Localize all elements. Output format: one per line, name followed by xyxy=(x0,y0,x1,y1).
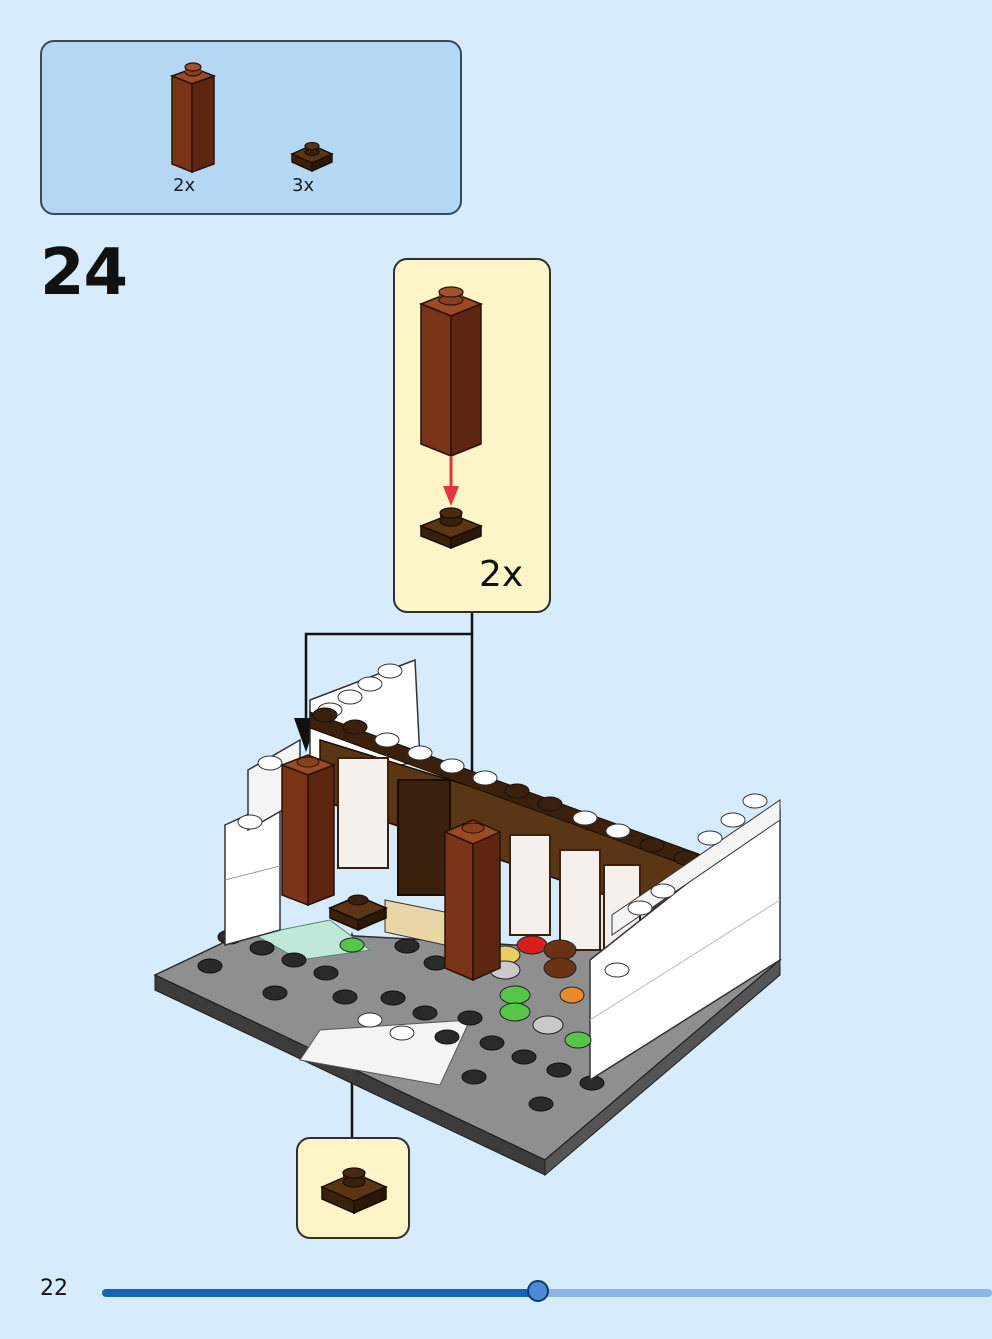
sub-assembly-callout: 2x xyxy=(393,258,551,613)
brick-on-plate-diagram xyxy=(418,286,484,550)
sub-assembly-callout xyxy=(296,1137,410,1239)
right-wall xyxy=(589,793,781,1082)
page-number: 22 xyxy=(40,1276,68,1301)
part-quantity: 2x xyxy=(173,175,196,196)
parts-list-box: 2x 3x xyxy=(40,40,462,215)
reddish-brown-brick-icon xyxy=(169,62,217,174)
placed-brick-right xyxy=(443,819,502,982)
plants xyxy=(339,935,592,1049)
dark-brown-plate-icon xyxy=(290,141,334,173)
white-studs xyxy=(357,1012,415,1041)
placed-brick-left xyxy=(279,754,337,907)
progress-bar xyxy=(102,1280,992,1302)
arrow-head-icon xyxy=(443,486,459,506)
placed-plate xyxy=(328,894,388,932)
dark-brown-plate-icon xyxy=(320,1167,388,1215)
progress-knob xyxy=(527,1280,550,1302)
back-wall xyxy=(309,707,716,956)
step-number: 24 xyxy=(40,236,128,310)
part-quantity: 3x xyxy=(292,175,315,196)
callout-quantity: 2x xyxy=(479,554,524,595)
progress-fill xyxy=(102,1289,539,1297)
